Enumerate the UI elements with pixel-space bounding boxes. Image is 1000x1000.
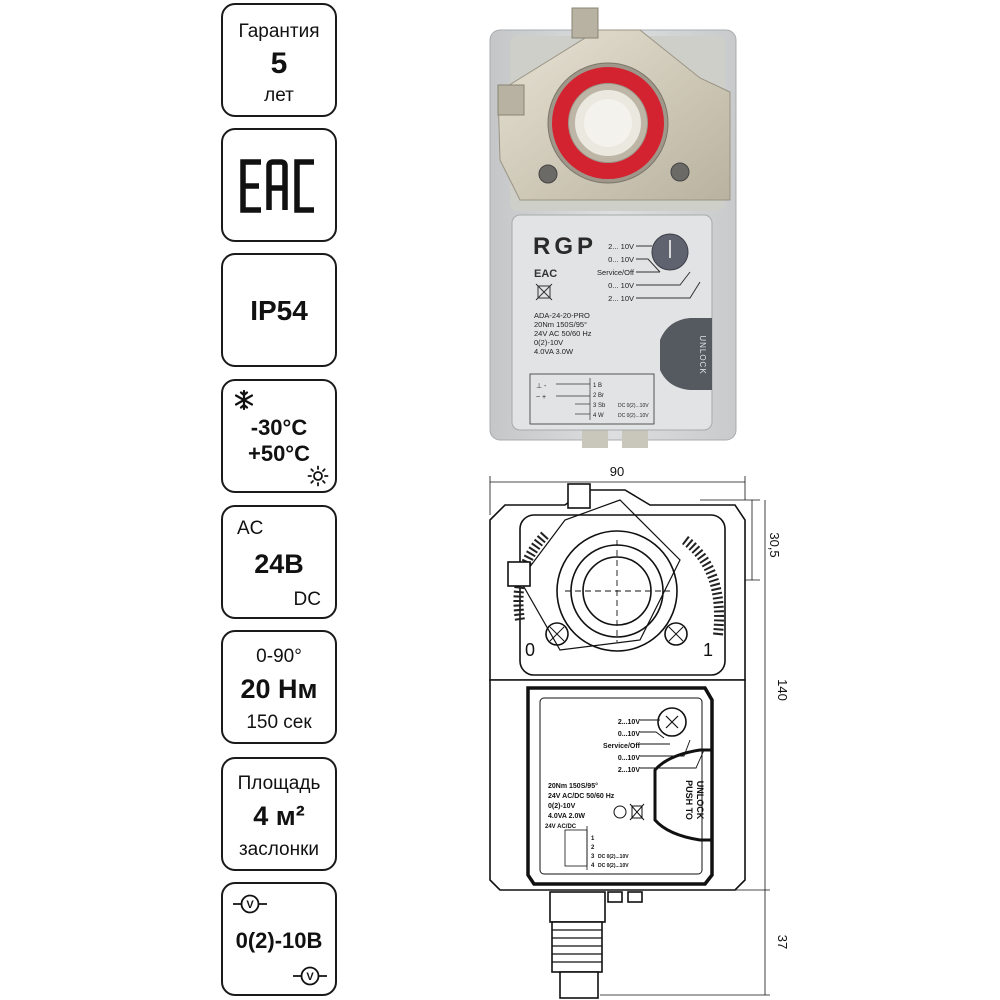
drawing-wire-signal-1: DC 0(2)...10V bbox=[598, 854, 629, 860]
photo-spec-4: 0(2)-10V bbox=[534, 338, 563, 347]
dim-width: 90 bbox=[610, 464, 624, 479]
drawing-wire-signal-2: DC 0(2)...10V bbox=[598, 863, 629, 869]
photo-wire-signal-2: DC 0(2)...10V bbox=[618, 413, 649, 419]
photo-switch-label-1: 2... 10V bbox=[608, 242, 634, 251]
technical-drawing bbox=[489, 476, 770, 999]
warranty-value: 5 bbox=[270, 47, 288, 80]
photo-spec-1: ADA-24-20-PRO bbox=[534, 311, 590, 320]
voltage-value: 24В bbox=[254, 549, 304, 579]
photo-eac: EAC bbox=[534, 268, 557, 280]
photo-unlock-label: UNLOCK bbox=[698, 335, 707, 374]
drawing-switch-label-2: 0...10V bbox=[618, 731, 641, 738]
eac-logo bbox=[240, 159, 314, 213]
area-unit: заслонки bbox=[238, 839, 320, 860]
drawing-wire-1: 1 bbox=[591, 836, 595, 842]
torque-value: 20 Нм bbox=[240, 674, 318, 704]
drawing-switch-label-5: 2...10V bbox=[618, 767, 641, 774]
drawing-spec-3: 0(2)-10V bbox=[548, 803, 576, 810]
drawing-wire-4: 4 bbox=[591, 863, 595, 869]
signal-value: 0(2)-10В bbox=[235, 928, 323, 953]
photo-spec-2: 20Nm 150S/95° bbox=[534, 320, 587, 329]
drawing-unlock-1: PUSH TO bbox=[684, 780, 694, 820]
drawing-cert-marks bbox=[613, 803, 645, 821]
dim-cable: 37 bbox=[775, 935, 790, 949]
dim-height: 140 bbox=[775, 679, 790, 701]
drawing-wiring-title: 24V AC/DC bbox=[545, 824, 577, 830]
warranty-unit: лет bbox=[264, 85, 294, 106]
photo-spec-5: 4.0VA 3.0W bbox=[534, 347, 574, 356]
photo-wire-1: 1 B bbox=[593, 383, 602, 389]
voltage-ac: AC bbox=[237, 518, 264, 539]
photo-wire-symbol-2: ~ + bbox=[536, 394, 546, 401]
temperature-badge: -30°C +50°C bbox=[221, 379, 337, 493]
drawing-spec-4: 4.0VA 2.0W bbox=[548, 813, 585, 820]
svg-text:V: V bbox=[306, 971, 314, 983]
eac-badge bbox=[221, 128, 337, 242]
sun-icon bbox=[307, 465, 329, 487]
unlock-button[interactable] bbox=[660, 318, 712, 390]
drawing-spec-1: 20Nm 150S/95° bbox=[548, 782, 598, 790]
protection-badge: IP54 bbox=[221, 253, 337, 367]
photo-wire-signal-1: DC 0(2)...10V bbox=[618, 403, 649, 409]
snowflake-icon bbox=[234, 389, 254, 411]
temperature-max: +50°C bbox=[247, 441, 310, 466]
product-illustration: RGP EAC ADA-24-20-PRO 20Nm 150S/95° 24V … bbox=[489, 7, 790, 999]
drawing-switch-label-4: 0...10V bbox=[618, 755, 641, 762]
voltmeter-icon: V bbox=[293, 966, 327, 986]
drawing-unlock-2: UNLOCK bbox=[695, 781, 705, 820]
dim-top: 30,5 bbox=[767, 532, 782, 557]
photo-switch-label-3: Service/Off bbox=[597, 268, 635, 277]
drawing-spec-2: 24V AC/DC 50/60 Hz bbox=[548, 793, 615, 800]
scale-right: 1 bbox=[703, 640, 713, 660]
photo-switch-label-4: 0... 10V bbox=[608, 281, 634, 290]
photo-spec-3: 24V AC 50/60 Hz bbox=[534, 329, 592, 338]
photo-wire-3: 3 Sb bbox=[593, 403, 606, 409]
temperature-min: -30°C bbox=[250, 415, 308, 440]
photo-switch-label-5: 2... 10V bbox=[608, 294, 634, 303]
signal-badge: V 0(2)-10В V bbox=[221, 882, 337, 996]
scale-left: 0 bbox=[525, 640, 535, 660]
warranty-label: Гарантия bbox=[238, 21, 320, 42]
brand-logo: RGP bbox=[533, 233, 597, 260]
area-label: Площадь bbox=[237, 773, 321, 794]
photo-switch-label-2: 0... 10V bbox=[608, 255, 634, 264]
drawing-wire-2: 2 bbox=[591, 845, 595, 851]
svg-text:V: V bbox=[246, 899, 254, 911]
drawing-wire-3: 3 bbox=[591, 854, 595, 860]
drawing-switch-label-3: Service/Off bbox=[603, 743, 641, 750]
photo-wire-2: 2 Br bbox=[593, 393, 604, 399]
area-value: 4 м² bbox=[253, 801, 305, 831]
actuator-photo: RGP EAC ADA-24-20-PRO 20Nm 150S/95° 24V … bbox=[489, 7, 737, 448]
torque-time: 150 сек bbox=[246, 712, 312, 733]
voltage-dc: DC bbox=[293, 589, 321, 610]
voltmeter-icon: V bbox=[233, 894, 267, 914]
torque-badge: 0-90° 20 Нм 150 сек bbox=[221, 630, 337, 744]
photo-wire-symbol-1: ⊥ - bbox=[536, 383, 547, 390]
area-badge: Площадь 4 м² заслонки bbox=[221, 757, 337, 871]
drawing-switch-label-1: 2...10V bbox=[618, 719, 641, 726]
warranty-badge: Гарантия 5 лет bbox=[221, 3, 337, 117]
torque-angle: 0-90° bbox=[256, 646, 302, 667]
protection-value: IP54 bbox=[250, 295, 308, 326]
photo-wire-4: 4 W bbox=[593, 413, 604, 419]
voltage-badge: AC 24В DC bbox=[221, 505, 337, 619]
drawing-text: 90 30,5 140 37 0 1 2...10V 0...10V Servi… bbox=[525, 464, 790, 949]
